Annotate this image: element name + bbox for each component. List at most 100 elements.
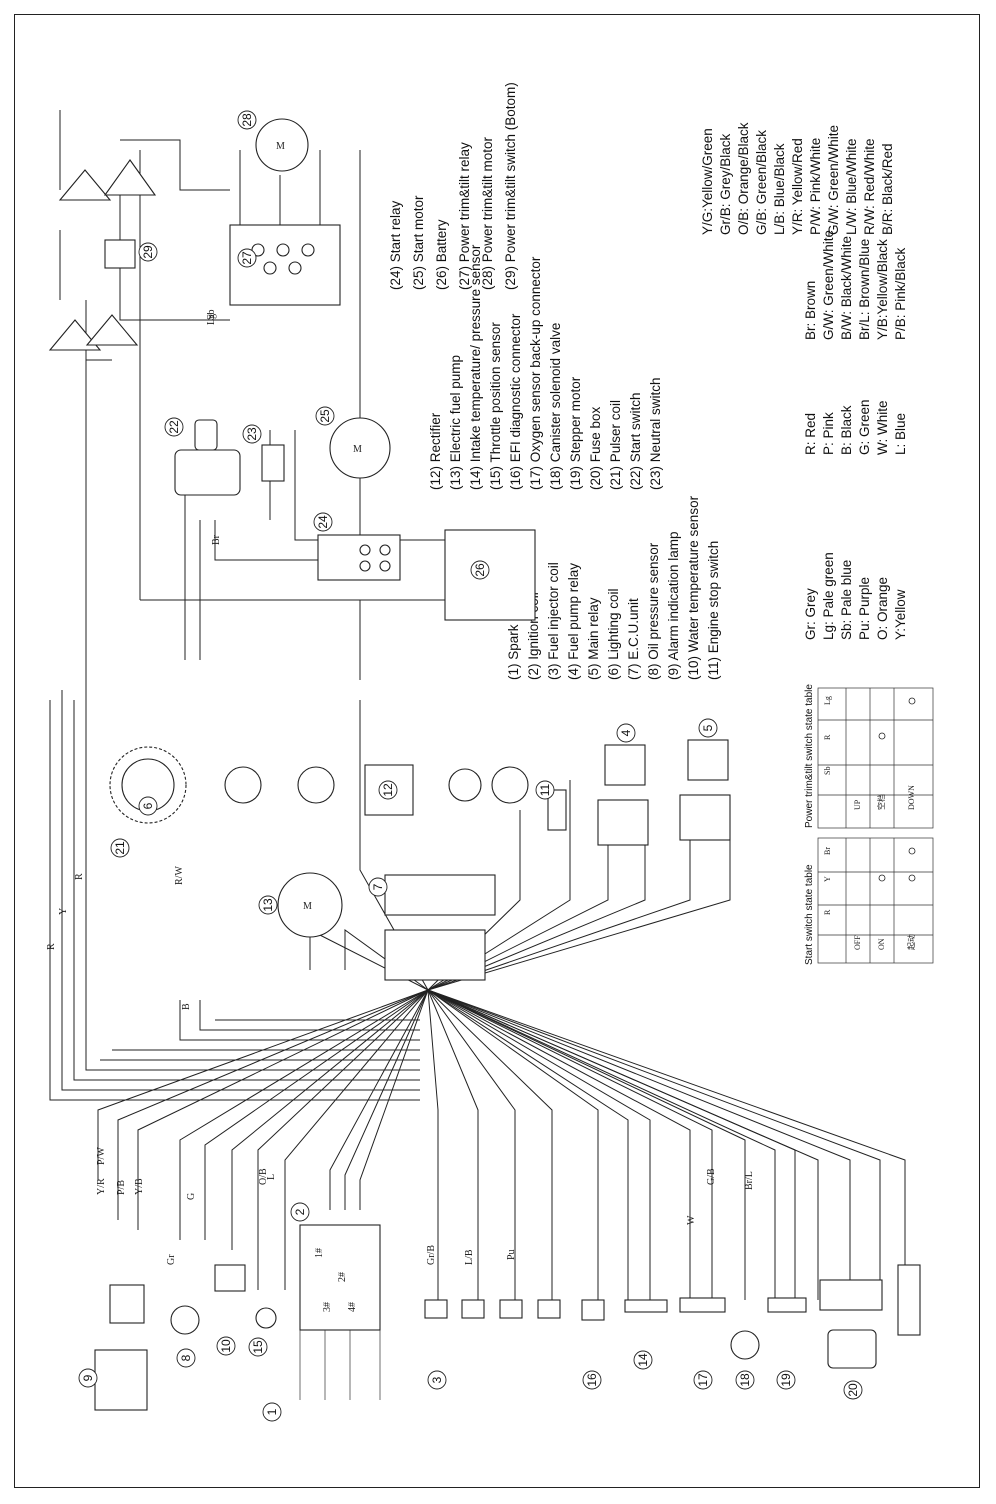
injector-3: [499, 1299, 523, 1319]
color-code-2-3: Br/L: Brown/Blue: [857, 239, 872, 340]
legend-item-23: (23) Neutral switch: [648, 377, 663, 490]
marker-13: 13: [258, 895, 278, 915]
svg-text:4: 4: [619, 729, 633, 736]
color-code-3-7: G/W: Green/White: [826, 125, 841, 235]
marker-23: 23: [242, 424, 262, 444]
wire-label: Gr: [166, 1254, 177, 1265]
ignition-coil-2: [299, 1224, 381, 1331]
color-code-3-2: O/B: Orange/Black: [736, 122, 751, 235]
marker-5: 5: [698, 718, 718, 738]
legend-item-16: (16) EFI diagnostic connector: [508, 313, 523, 490]
legend-item-25: (25) Start motor: [411, 195, 426, 290]
fuse-box-20: [819, 1279, 883, 1311]
marker-19: 19: [776, 1370, 796, 1390]
color-code-0-3: Pu: Purple: [857, 577, 872, 640]
svg-text:25: 25: [318, 409, 332, 423]
wire-label: P/B: [116, 1180, 127, 1195]
legend-item-13: (13) Electric fuel pump: [448, 355, 463, 490]
svg-text:5: 5: [701, 724, 715, 731]
start-relay-24: [317, 534, 401, 581]
wire-label: Pu: [506, 1249, 517, 1260]
marker-7: 7: [368, 877, 388, 897]
svg-text:6: 6: [141, 802, 155, 809]
marker-4: 4: [616, 723, 636, 743]
legend-item-27: (27) Power trim&tilt relay: [457, 142, 472, 290]
legend-item-20: (20) Fuse box: [588, 406, 603, 490]
color-code-3-6: P/W: Pink/White: [808, 138, 823, 235]
legend-item-26: (26) Battery: [434, 219, 449, 290]
svg-text:22: 22: [167, 420, 181, 434]
wire-label: B: [181, 1003, 192, 1010]
color-code-3-10: B/R: Black/Red: [880, 143, 895, 235]
switch-state-dot: [908, 874, 916, 882]
harness-wires: [49, 110, 906, 1300]
start-switch-state-table: [817, 837, 934, 964]
color-code-1-4: W: White: [875, 400, 890, 455]
switch-state-dot: [908, 697, 916, 705]
svg-text:11: 11: [538, 783, 552, 796]
ecu-7-connector: [384, 929, 486, 981]
marker-8: 8: [176, 1348, 196, 1368]
oil-pressure-sensor-8: [170, 1305, 200, 1335]
efi-diagnostic-16: [581, 1299, 605, 1321]
wire-label: O/B: [258, 1168, 269, 1185]
table-col-header: Lg: [823, 696, 832, 705]
table-col-header: R: [823, 909, 832, 915]
trim-motor-28: [255, 118, 309, 172]
stepper-motor-19: [767, 1297, 807, 1313]
injector-1: [424, 1299, 448, 1319]
fuse-element: [897, 1264, 921, 1336]
engine-stop-switch-11: [547, 789, 567, 831]
trim-switch-upper: [58, 169, 112, 201]
svg-text:9: 9: [81, 1374, 95, 1381]
marker-16: 16: [582, 1370, 602, 1390]
svg-text:7: 7: [371, 883, 385, 890]
legend-item-6: (6) Lighting coil: [606, 588, 621, 680]
throttle-position-sensor-15: [255, 1307, 277, 1329]
wire-label: R: [46, 943, 57, 950]
marker-3: 3: [427, 1370, 447, 1390]
trim-switch-29: [104, 239, 136, 269]
legend-item-22: (22) Start switch: [628, 392, 643, 490]
svg-text:M: M: [303, 901, 312, 912]
table-row-header: ON: [877, 938, 886, 950]
electric-fuel-pump-13: [277, 872, 343, 938]
marker-6: 6: [138, 796, 158, 816]
table-col-header: Y: [823, 876, 832, 882]
color-code-3-8: L/W: Blue/White: [844, 138, 859, 235]
table-col-header: Sb: [823, 767, 832, 775]
wire-label: Y/B: [134, 1178, 145, 1195]
svg-text:17: 17: [696, 1373, 710, 1387]
svg-text:12: 12: [381, 783, 395, 797]
wire-label: Y/R: [96, 1178, 107, 1195]
legend-item-18: (18) Canister solenoid valve: [548, 323, 563, 490]
color-code-3-1: Gr/B: Grey/Black: [718, 133, 733, 235]
marker-28: 28: [237, 110, 257, 130]
marker-17: 17: [693, 1370, 713, 1390]
cylinder-mark-2: 2#: [337, 1272, 348, 1282]
legend-item-7: (7) E.C.U.unit: [626, 598, 641, 680]
legend-item-21: (21) Pulser coil: [608, 400, 623, 490]
cylinder-mark-3: 3#: [322, 1302, 333, 1312]
legend-item-8: (8) Oil pressure sensor: [646, 542, 661, 680]
marker-12: 12: [378, 780, 398, 800]
color-code-2-1: G/W: Green/White: [821, 230, 836, 340]
marker-2: 2: [290, 1202, 310, 1222]
svg-text:24: 24: [316, 515, 330, 529]
legend-item-29: (29) Power trim&tilt switch (Botom): [503, 82, 518, 290]
svg-text:21: 21: [113, 841, 127, 855]
fuel-pump-relay-4: [604, 744, 646, 786]
color-code-3-0: Y/G:Yellow/Green: [700, 128, 715, 235]
ecu-7: [384, 874, 496, 916]
start-switch-22: [174, 449, 241, 496]
table-title: Start switch state table: [804, 864, 815, 965]
legend-item-28: (28) Power trim&tilt motor: [480, 136, 495, 290]
color-code-0-2: Sb: Pale blue: [839, 560, 854, 640]
legend-item-12: (12) Rectifier: [428, 412, 443, 490]
legend-item-14: (14) Intake temperature/ pressure sensor: [468, 244, 483, 490]
legend-item-17: (17) Oxygen sensor back-up connector: [528, 256, 543, 490]
svg-text:15: 15: [251, 1340, 265, 1354]
